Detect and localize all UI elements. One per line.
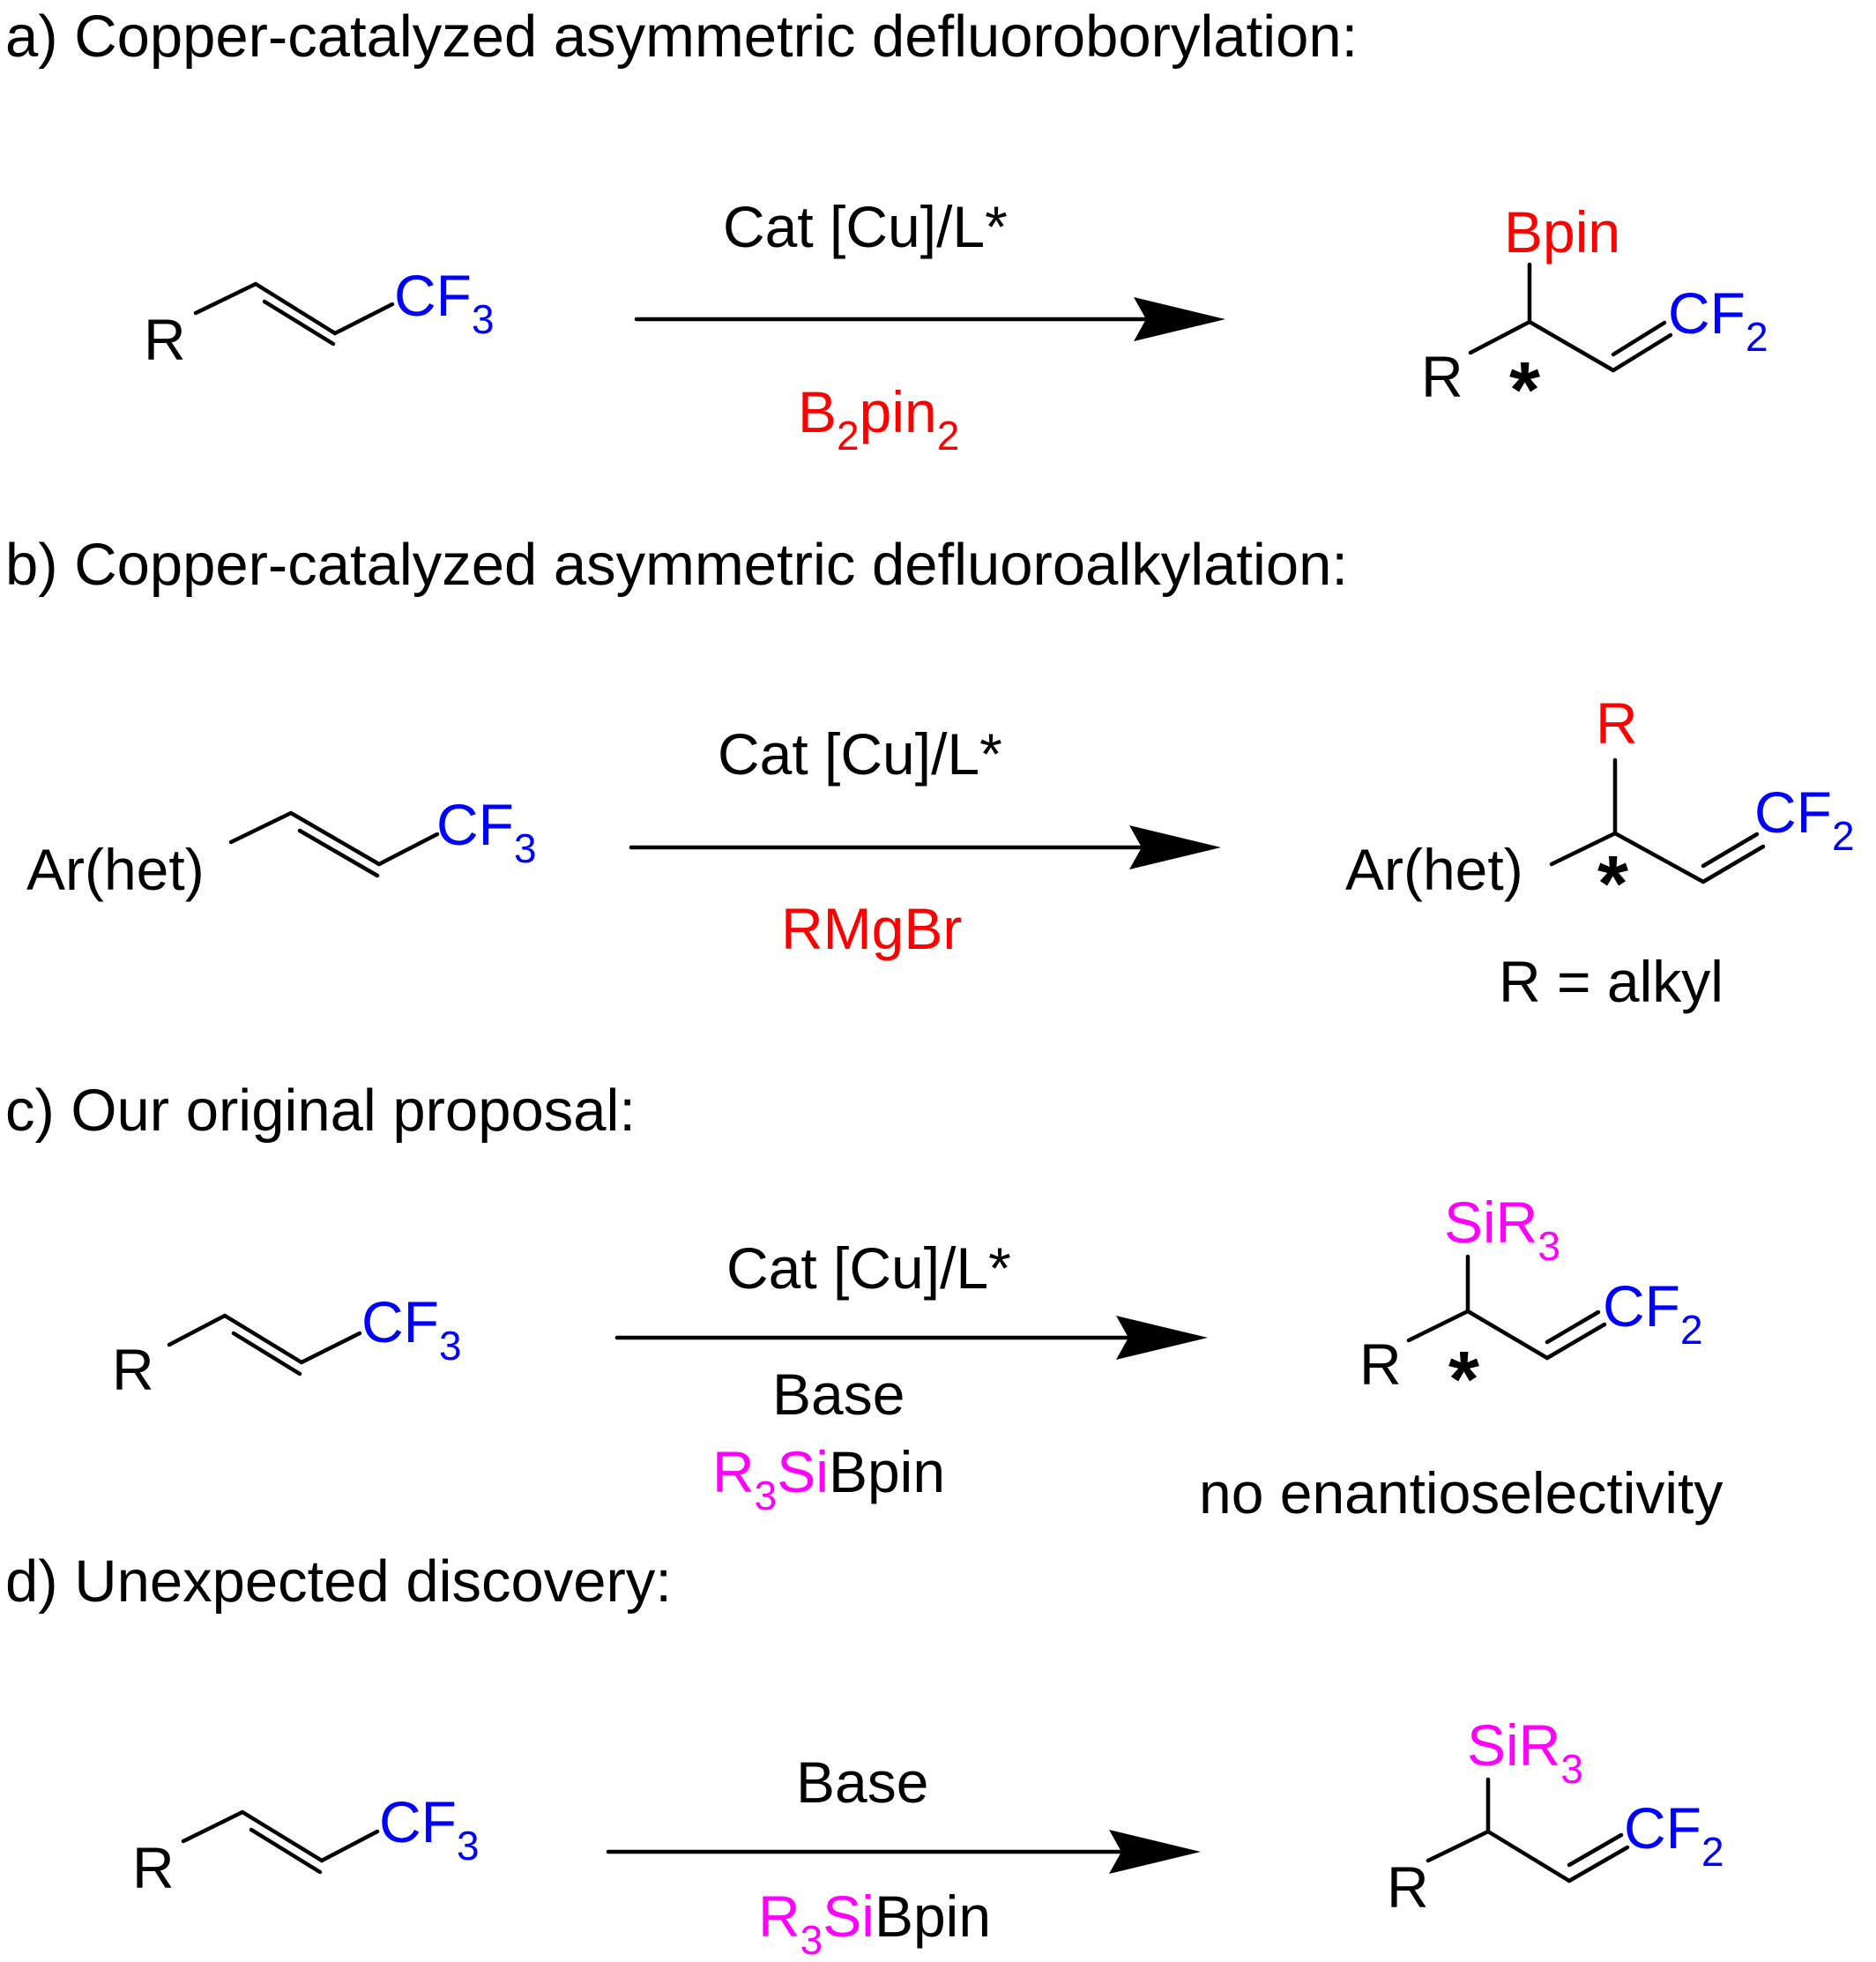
product-b-r-group: R	[1596, 690, 1638, 756]
substrate-d-bonds	[181, 1809, 380, 1875]
section-b-heading: b) Copper-catalyzed asymmetric defluoroa…	[5, 532, 1349, 598]
arrow-c-catalyst: Cat [Cu]/L*	[726, 1235, 1011, 1301]
product-a-r: R	[1421, 344, 1463, 409]
substrate-c-bonds	[167, 1313, 362, 1376]
product-d-cf2: CF2	[1624, 1795, 1724, 1875]
product-d-r: R	[1387, 1854, 1429, 1920]
arrow-a-head	[1134, 297, 1225, 341]
product-c-bonds	[1406, 1254, 1607, 1361]
substrate-a-bonds	[193, 281, 395, 347]
product-c-silyl: SiR3	[1444, 1190, 1560, 1269]
arrow-d-head	[1109, 1830, 1201, 1874]
product-c-cf2: CF2	[1603, 1273, 1703, 1353]
product-d-bonds	[1426, 1777, 1630, 1884]
arrow-c-head	[1116, 1316, 1208, 1360]
product-c-stereocenter: *	[1448, 1336, 1480, 1424]
substrate-c-cf3: CF3	[361, 1289, 462, 1369]
substrate-d-r: R	[132, 1835, 175, 1900]
substrate-c-r: R	[112, 1337, 154, 1402]
substrate-b-bonds	[228, 810, 440, 878]
product-d-silyl: SiR3	[1467, 1712, 1583, 1792]
substrate-a-cf3: CF3	[394, 263, 495, 342]
arrow-a-reagent: B2pin2	[798, 379, 960, 459]
product-a-bpin: Bpin	[1504, 199, 1621, 265]
section-d-heading: d) Unexpected discovery:	[5, 1548, 672, 1615]
arrow-a-catalyst: Cat [Cu]/L*	[723, 194, 1008, 259]
product-b-arhet: Ar(het)	[1345, 837, 1523, 902]
product-b-stereocenter: *	[1597, 840, 1629, 929]
arrow-c-base: Base	[772, 1361, 905, 1427]
arrow-b-reagent: RMgBr	[781, 896, 963, 961]
product-a-stereocenter: *	[1509, 347, 1541, 435]
substrate-d-cf3: CF3	[379, 1789, 480, 1869]
product-a-bonds	[1468, 262, 1673, 373]
substrate-b-arhet: Ar(het)	[26, 837, 205, 902]
product-b-bonds	[1549, 757, 1766, 884]
product-b-cf2: CF2	[1754, 780, 1855, 859]
section-a-heading: a) Copper-catalyzed asymmetric defluorob…	[5, 4, 1359, 70]
product-b-note: R = alkyl	[1499, 949, 1723, 1014]
section-c-heading: c) Our original proposal:	[5, 1078, 636, 1144]
arrow-d-silylborane: R3SiBpin	[758, 1884, 992, 1962]
product-c-r: R	[1359, 1332, 1402, 1397]
arrow-d-base: Base	[796, 1749, 929, 1815]
product-c-note: no enantioselectivity	[1199, 1460, 1723, 1526]
substrate-b-cf3: CF3	[436, 792, 537, 871]
substrate-a-r: R	[144, 307, 186, 372]
arrow-b-head	[1129, 825, 1221, 869]
arrow-b-catalyst: Cat [Cu]/L*	[718, 721, 1002, 787]
arrow-c-silylborane: R3SiBpin	[712, 1439, 946, 1518]
product-a-cf2: CF2	[1668, 280, 1768, 360]
